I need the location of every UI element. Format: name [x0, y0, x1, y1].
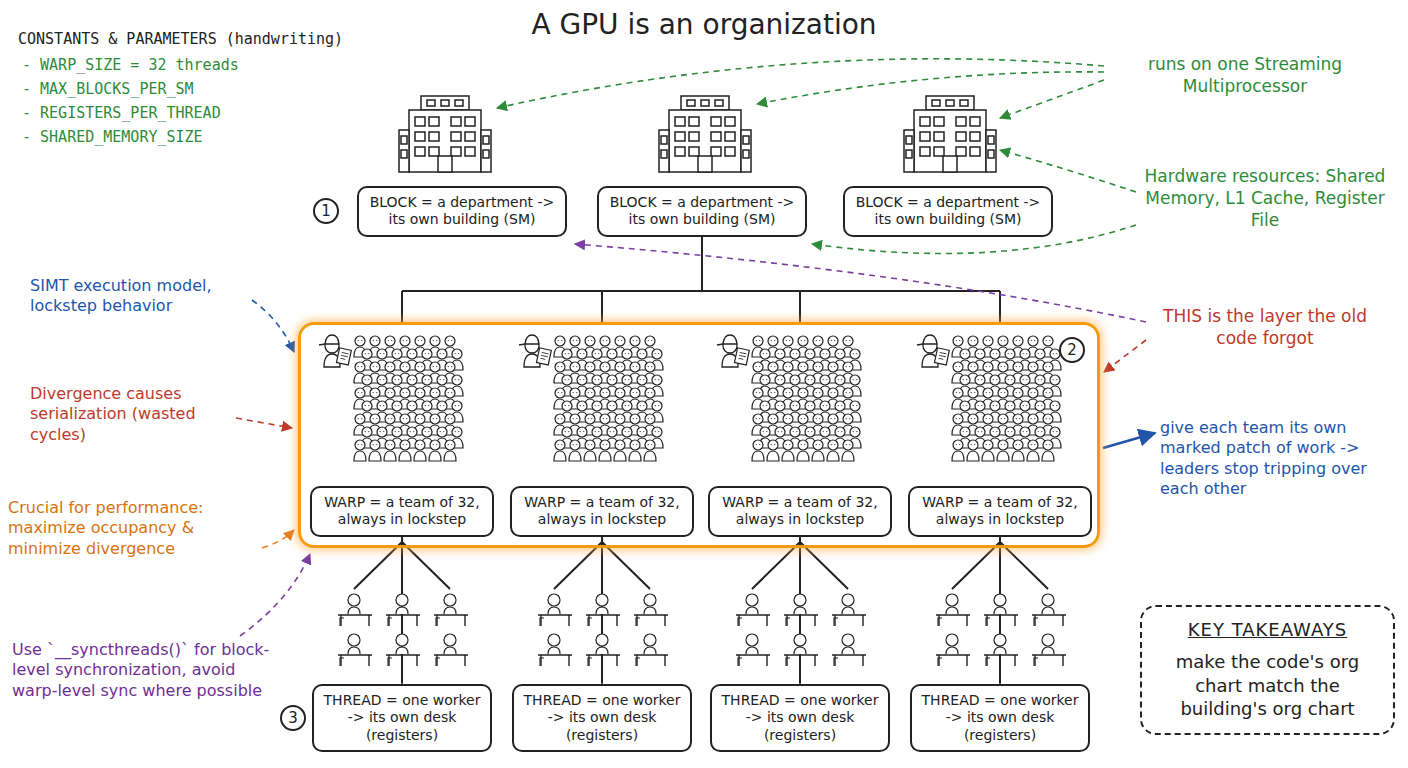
- parameter: - REGISTERS_PER_THREAD: [22, 104, 342, 123]
- box-text: THREAD = one worker -> its own desk (reg…: [720, 692, 880, 745]
- annotation: Use `__syncthreads()` for block-level sy…: [12, 640, 274, 701]
- takeaway-heading: KEY TAKEAWAYS: [1156, 619, 1379, 640]
- building-icon: [659, 96, 751, 172]
- annotation: SIMT execution model, lockstep behavior: [30, 276, 245, 317]
- block-box: BLOCK = a department -> its own building…: [357, 186, 567, 237]
- block-box: BLOCK = a department -> its own building…: [843, 186, 1053, 237]
- annotation: Hardware resources: Shared Memory, L1 Ca…: [1140, 166, 1390, 231]
- box-text: BLOCK = a department -> its own building…: [607, 194, 797, 229]
- parameter: - WARP_SIZE = 32 threads: [22, 56, 342, 75]
- annotation: THIS is the layer the old code forgot: [1150, 306, 1380, 350]
- team-leader: [717, 335, 749, 367]
- box-text: WARP = a team of 32, always in lockstep: [718, 494, 882, 529]
- warp-box: WARP = a team of 32, always in lockstep: [510, 486, 694, 537]
- desk-workers: [338, 594, 468, 666]
- team-crowd: [952, 336, 1061, 461]
- thread-box: THREAD = one worker -> its own desk (reg…: [710, 684, 890, 753]
- box-text: WARP = a team of 32, always in lockstep: [320, 494, 484, 529]
- annotation: Crucial for performance: maximize occupa…: [8, 498, 258, 559]
- desk-workers: [538, 594, 668, 666]
- fan-line: [952, 542, 1048, 589]
- takeaway-box: KEY TAKEAWAYS make the code's org chart m…: [1140, 605, 1395, 735]
- leader-line: [240, 554, 310, 636]
- box-text: BLOCK = a department -> its own building…: [853, 194, 1043, 229]
- parameter: - MAX_BLOCKS_PER_SM: [22, 80, 342, 99]
- annotation: Divergence causes serialization (wasted …: [30, 384, 230, 445]
- leader-line: [262, 530, 294, 548]
- desk-workers: [936, 594, 1066, 666]
- note-heading: CONSTANTS & PARAMETERS (handwriting): [18, 30, 358, 49]
- box-text: BLOCK = a department -> its own building…: [367, 194, 557, 229]
- thread-box: THREAD = one worker -> its own desk (reg…: [512, 684, 692, 753]
- warp-box: WARP = a team of 32, always in lockstep: [708, 486, 892, 537]
- parameter: - SHARED_MEMORY_SIZE: [22, 128, 342, 147]
- fan-line: [752, 542, 848, 589]
- team-leader: [319, 335, 351, 367]
- thread-box: THREAD = one worker -> its own desk (reg…: [910, 684, 1090, 753]
- box-text: THREAD = one worker -> its own desk (reg…: [920, 692, 1080, 745]
- annotation: runs on one Streaming Multiprocessor: [1110, 54, 1380, 98]
- team-crowd: [554, 336, 663, 461]
- leader-line: [497, 59, 1104, 108]
- leader-line: [575, 244, 1146, 322]
- team-crowd: [752, 336, 861, 461]
- takeaway-text: make the code's org chart match the buil…: [1156, 650, 1379, 721]
- building-icon: [904, 96, 996, 172]
- block-box: BLOCK = a department -> its own building…: [597, 186, 807, 237]
- fan-line: [354, 542, 450, 589]
- leader-line: [252, 300, 294, 352]
- thread-box: THREAD = one worker -> its own desk (reg…: [312, 684, 492, 753]
- box-text: WARP = a team of 32, always in lockstep: [520, 494, 684, 529]
- warp-box: WARP = a team of 32, always in lockstep: [908, 486, 1092, 537]
- building-icon: [399, 96, 491, 172]
- box-text: WARP = a team of 32, always in lockstep: [918, 494, 1082, 529]
- annotation: give each team its own marked patch of w…: [1160, 418, 1398, 500]
- pointer-arrow: [1103, 433, 1155, 448]
- box-text: THREAD = one worker -> its own desk (reg…: [522, 692, 682, 745]
- callout-number: 2: [1059, 337, 1085, 363]
- leader-line: [1104, 340, 1146, 372]
- box-text: THREAD = one worker -> its own desk (reg…: [322, 692, 482, 745]
- fan-line: [554, 542, 650, 589]
- callout-number: 1: [313, 198, 339, 224]
- team-leader: [917, 335, 949, 367]
- team-leader: [519, 335, 551, 367]
- leader-line: [236, 418, 292, 428]
- team-crowd: [354, 336, 463, 461]
- warp-layer-band: 2WARP = a team of 32, always in lockstep…: [298, 322, 1100, 548]
- leader-line: [1000, 80, 1104, 118]
- warp-box: WARP = a team of 32, always in lockstep: [310, 486, 494, 537]
- desk-workers: [736, 594, 866, 666]
- callout-number: 3: [280, 705, 306, 731]
- fan-lines: [354, 542, 1048, 589]
- connector: [402, 237, 1000, 323]
